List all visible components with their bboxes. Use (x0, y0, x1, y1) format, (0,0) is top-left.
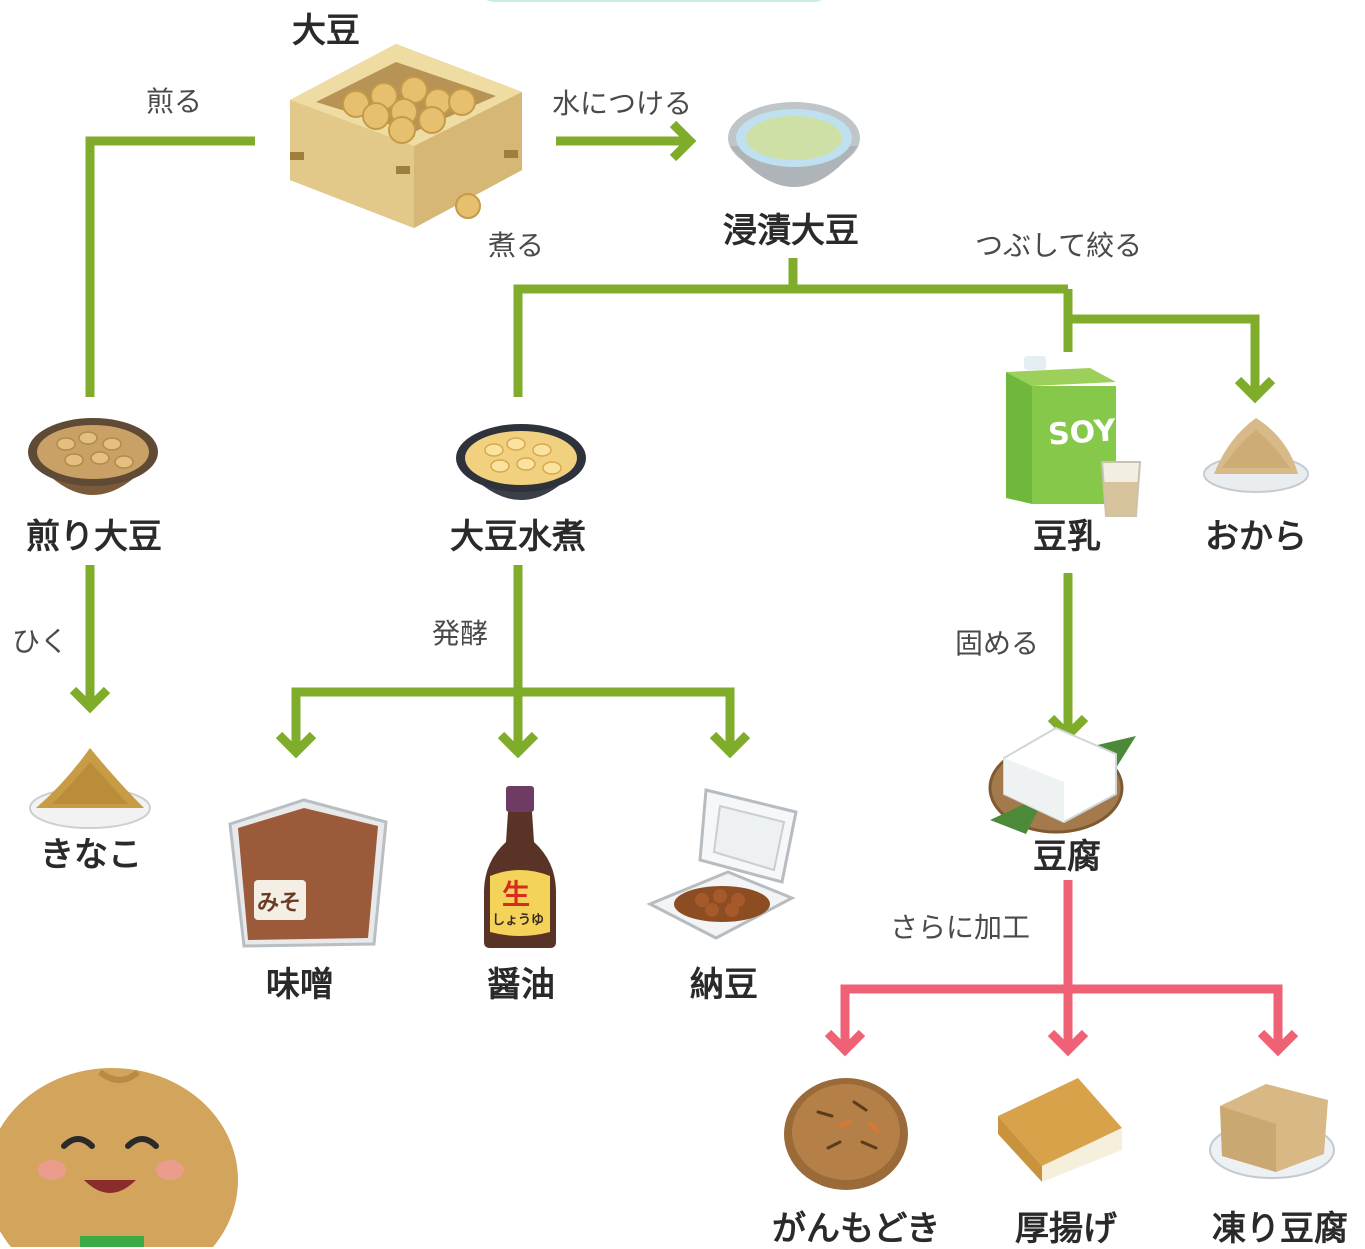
nama-text: 生 (502, 878, 530, 911)
arrowhead-shoyu (497, 731, 539, 759)
action-niru: 煮る (488, 229, 545, 262)
action-iru: 煎る (146, 85, 203, 118)
node-miso: 味噌 (266, 965, 334, 1005)
arrowhead-natto (709, 731, 751, 759)
arrowhead-atsuage (1047, 1029, 1089, 1057)
arrowhead-okara (1234, 376, 1276, 404)
koori-dofu-icon (1209, 1084, 1335, 1179)
soybean-masu-icon (290, 44, 522, 228)
action-katameru: 固める (955, 627, 1040, 660)
soybean-mascot-icon (0, 1068, 238, 1247)
arrowhead-hiku (69, 686, 111, 714)
node-natto: 納豆 (690, 965, 758, 1005)
arrowhead-koori (1257, 1029, 1299, 1057)
node-iri-daizu: 煎り大豆 (26, 517, 162, 557)
ganmodoki-icon (784, 1078, 908, 1190)
action-sarani-kako: さらに加工 (890, 911, 1031, 944)
soaked-soybean-bowl-icon (728, 102, 860, 187)
node-kinako: きなこ (40, 835, 142, 875)
node-shinseki-daizu: 浸漬大豆 (723, 211, 859, 251)
node-atsuage: 厚揚げ (1015, 1209, 1117, 1249)
tofu-plate-icon (988, 726, 1136, 834)
soy-milk-carton-icon: SOY (1006, 356, 1142, 517)
node-daizu: 大豆 (292, 11, 360, 51)
node-tofu: 豆腐 (1033, 837, 1101, 877)
node-okara: おから (1205, 517, 1307, 557)
boiled-soybean-bowl-icon (456, 424, 586, 500)
node-shoyu: 醤油 (487, 965, 555, 1005)
atsuage-icon (998, 1078, 1122, 1182)
node-ganmodoki: がんもどき (772, 1209, 941, 1249)
action-hiku: ひく (12, 625, 69, 658)
line-kako-branch (840, 984, 1283, 1050)
line-okara (1068, 314, 1260, 398)
action-tsubushite-shiboru: つぶして絞る (975, 229, 1143, 262)
node-daizu-mizuni: 大豆水煮 (450, 517, 586, 557)
soy-sauce-bottle-icon: 生 しょうゆ (484, 786, 556, 948)
action-mizu-ni-tsukeru: 水につける (552, 87, 693, 120)
miso-text: みそ (257, 891, 301, 916)
node-koori-dofu: 凍り豆腐 (1212, 1209, 1348, 1249)
action-hakko: 発酵 (432, 617, 489, 650)
natto-pack-icon (646, 788, 798, 940)
line-hakko-branch (291, 687, 735, 752)
arrowhead-ganmo (824, 1029, 866, 1057)
arrowhead-miso (275, 731, 317, 759)
node-tonyu: 豆乳 (1033, 517, 1101, 557)
arrowhead-mizu (669, 120, 697, 162)
shoyu-text: しょうゆ (492, 913, 544, 928)
kinako-plate-icon (29, 748, 151, 829)
miso-container-icon: みそ (228, 798, 388, 948)
line-iru (85, 136, 255, 397)
line-niru (513, 284, 1068, 397)
okara-plate-icon (1203, 418, 1309, 493)
top-banner (478, 0, 830, 2)
soy-text: SOY (1047, 413, 1118, 453)
roasted-soybean-bowl-icon (28, 418, 158, 495)
